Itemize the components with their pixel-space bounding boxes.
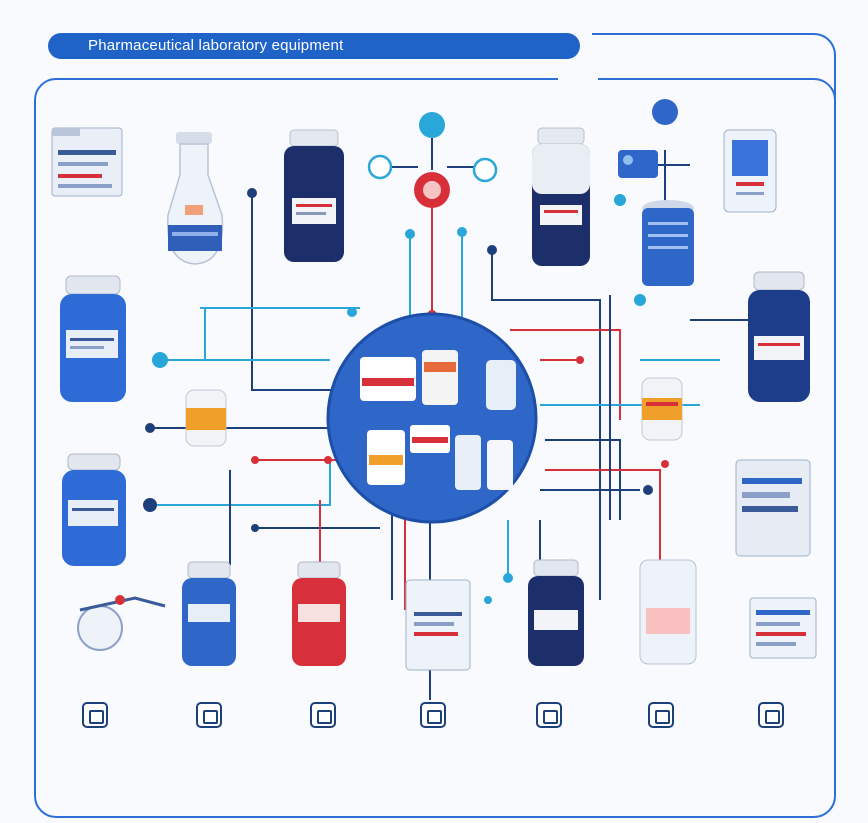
document-card-icon — [51, 127, 123, 197]
red-vial-icon — [292, 561, 346, 666]
lab-bottle-icon — [420, 702, 446, 728]
medicine-bottles-hub-icon — [326, 312, 538, 524]
blue-canister-icon — [642, 200, 694, 286]
dark-vial-icon — [284, 129, 344, 262]
package-icon — [758, 702, 784, 728]
phone-icon — [648, 702, 674, 728]
legend-desc — [154, 736, 264, 748]
lab-machine-icon — [735, 459, 811, 557]
legend-item — [268, 702, 378, 748]
header-title: Pharmaceutical laboratory equipment — [88, 37, 344, 54]
diagram-frame — [34, 78, 836, 818]
legend-desc — [716, 736, 826, 748]
monitor-icon — [310, 702, 336, 728]
legend-item — [606, 702, 716, 748]
navy-vial-icon — [528, 559, 584, 666]
legend-item — [40, 702, 150, 748]
legend-desc — [268, 736, 378, 748]
navy-jar-icon — [748, 271, 810, 402]
blue-jar-icon — [62, 453, 126, 566]
legend-desc — [606, 736, 716, 748]
header-banner: Pharmaceutical laboratory equipment — [48, 33, 580, 59]
storage-cabinet-icon — [405, 579, 471, 671]
lock-icon — [82, 702, 108, 728]
legend-item — [716, 702, 826, 748]
legend-desc — [494, 736, 604, 748]
blue-jar-icon — [60, 275, 126, 402]
clipboard-icon — [196, 702, 222, 728]
legend-item — [154, 702, 264, 748]
capsule-vial-icon — [185, 377, 683, 447]
microscope-icon — [77, 595, 166, 651]
legend-desc — [378, 736, 488, 748]
tablet-monitor-icon — [723, 129, 777, 213]
monitor-small-icon — [618, 99, 678, 178]
reagent-bottle-icon — [532, 127, 590, 266]
cloud-network-icon — [367, 112, 498, 208]
blue-vial-icon — [182, 561, 236, 666]
legend-item — [494, 702, 604, 748]
report-card-icon — [749, 597, 817, 659]
flask-icon — [166, 132, 224, 265]
screen-lock-icon — [536, 702, 562, 728]
legend-item — [378, 702, 488, 748]
legend-desc — [40, 736, 150, 748]
white-canister-icon — [639, 559, 697, 665]
